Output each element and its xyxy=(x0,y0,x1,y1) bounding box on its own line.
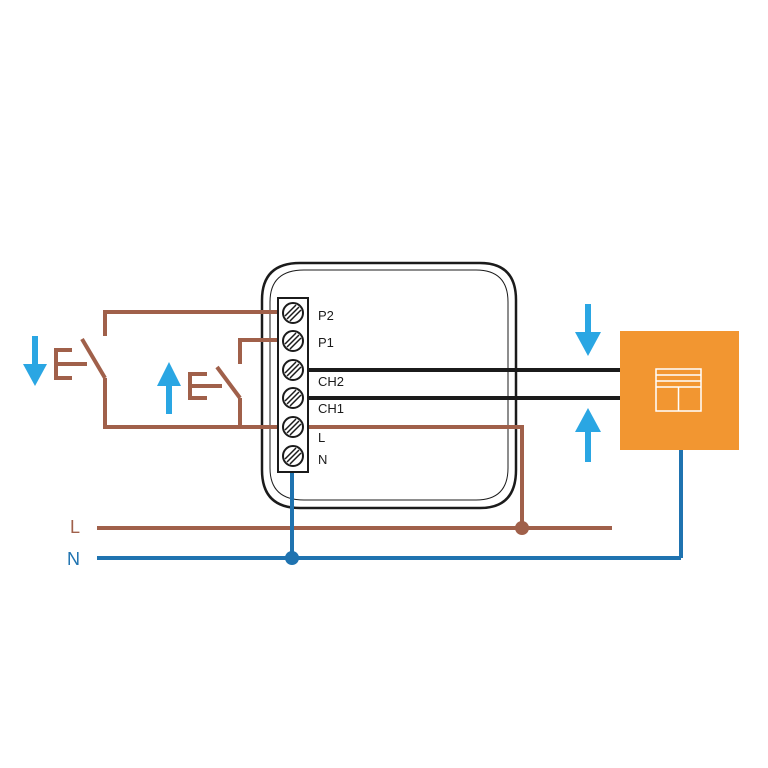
terminal-label-l: L xyxy=(318,430,325,445)
relay-module xyxy=(260,261,518,510)
neutral-bus-label: N xyxy=(67,549,80,569)
terminal-label-n: N xyxy=(318,452,327,467)
terminal-label-p2: P2 xyxy=(318,308,334,323)
arrow-down-icon xyxy=(23,336,47,386)
terminal-screw-slots xyxy=(284,304,302,465)
motor-arrow-down-icon xyxy=(575,304,601,356)
push-button-up-icon xyxy=(188,365,242,400)
terminal-block xyxy=(277,297,309,473)
arrow-up-icon xyxy=(157,362,181,414)
motor-box xyxy=(620,331,739,450)
switch-wiring xyxy=(103,310,524,528)
roller-shutter-icon xyxy=(655,368,702,412)
motor-arrow-up-icon xyxy=(575,408,601,462)
terminal-label-ch2: CH2 xyxy=(318,374,344,389)
live-junction-dot xyxy=(515,521,529,535)
terminal-label-p1: P1 xyxy=(318,335,334,350)
push-button-down-icon xyxy=(54,337,107,380)
neutral-junction-dot xyxy=(285,551,299,565)
terminal-label-ch1: CH1 xyxy=(318,401,344,416)
live-bus-label: L xyxy=(70,517,80,537)
